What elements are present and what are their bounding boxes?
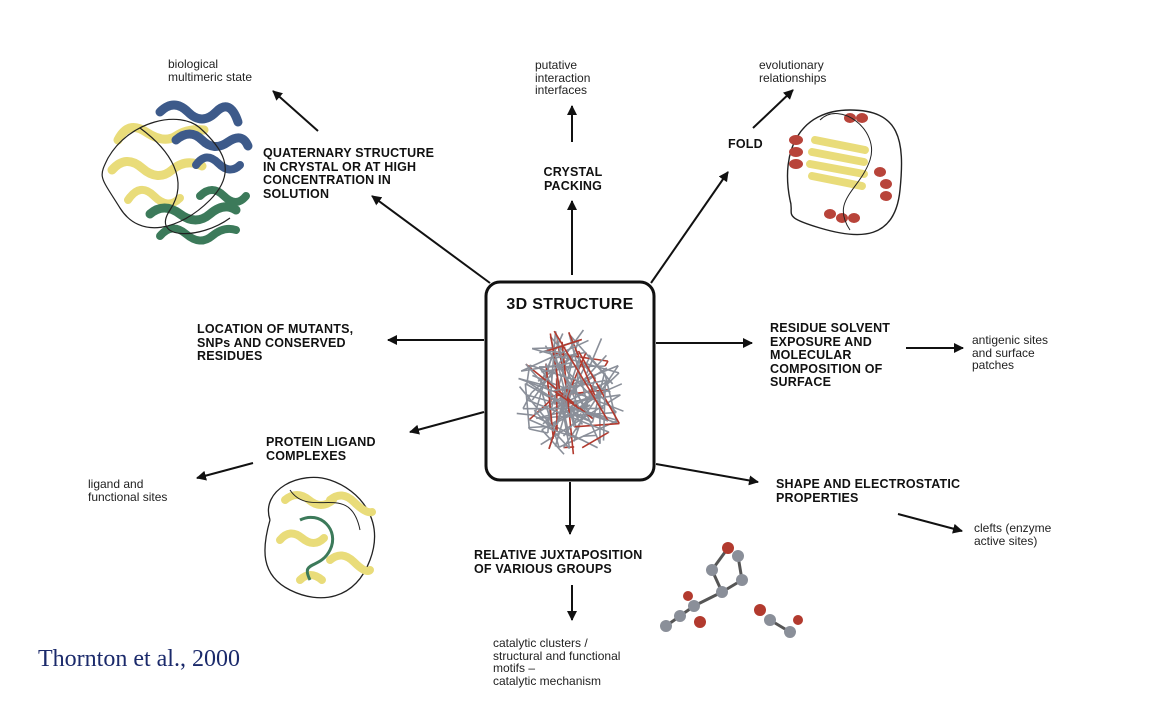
fold-label: FOLD [728,137,763,151]
atom-bond [522,392,533,410]
arrow-to-multimeric [272,90,319,132]
atom-bond [548,424,558,450]
multimeric-outcome: biological multimeric state [168,57,253,84]
atom-bond [553,390,580,410]
interfaces-outcome: putative interaction interfaces [535,58,591,97]
mutants-label: LOCATION OF MUTANTS, SNPs AND CONSERVED … [197,322,354,363]
atom-bond [541,392,560,448]
center-box [484,280,656,482]
evolutionary-outcome: evolutionary relationships [759,58,827,85]
atom-bond [556,362,573,426]
atom-bond [577,350,621,424]
center-title: 3D STRUCTURE [506,296,634,313]
ligand-ribbon-illustration [264,476,376,599]
crystal-label: CRYSTAL PACKING [543,165,603,193]
arrow-to-ligand [409,411,485,435]
arrow-to-ligand-sites [196,462,254,481]
catalytic-outcome: catalytic clusters / structural and func… [493,636,621,688]
atom-bond [568,406,609,422]
arrow-to-fold [650,171,729,284]
clefts-outcome: clefts (enzyme active sites) [974,521,1052,548]
atom-bond [572,356,581,419]
quaternary-ribbon-illustration [101,100,253,245]
atom-bond [582,434,598,438]
atom-bond [528,425,550,429]
atom-bond [529,364,611,393]
atom-bond [520,339,589,372]
ligand-label: PROTEIN LIGAND COMPLEXES [266,435,376,463]
atom-bond [545,350,564,354]
atom-bond [549,333,561,393]
arrow-to-quaternary [371,195,491,284]
atom-bond [525,363,594,420]
atom-bond [524,383,531,430]
atom-bond [529,428,549,434]
molecules-illustration [660,542,803,638]
atom-bond [516,412,533,416]
atom-bond [518,386,557,432]
atom-bond [527,399,610,433]
arrow-to-evolutionary [752,89,794,129]
atom-bond [541,429,565,455]
atom-model-illustration [516,329,624,455]
atom-bond [539,333,564,385]
arrow-to-clefts [897,513,963,534]
atom-bond [544,345,594,420]
atom-bond [525,363,574,420]
shape-label: SHAPE AND ELECTROSTATIC PROPERTIES [776,477,961,505]
arrow-to-shape [655,463,759,486]
atom-bond [585,338,603,374]
fold-ribbon-illustration [786,109,903,236]
quaternary-label: QUATERNARY STRUCTURE IN CRYSTAL OR AT HI… [263,146,435,201]
citation: Thornton et al., 2000 [38,646,240,672]
atom-bond [562,412,582,437]
juxtaposition-label: RELATIVE JUXTAPOSITION OF VARIOUS GROUPS [474,548,643,576]
ligand-sites-outcome: ligand and functional sites [88,477,168,504]
solvent-label: RESIDUE SOLVENT EXPOSURE AND MOLECULAR C… [770,321,891,389]
atom-bond [604,360,609,367]
atom-bond [553,379,606,392]
atom-bond [560,409,591,423]
antigenic-outcome: antigenic sites and surface patches [972,333,1049,372]
atom-bond [521,362,572,372]
atom-bond [518,377,587,398]
atom-bond [553,330,609,422]
atom-bond [555,430,584,442]
atom-bond [574,422,620,428]
atom-bond [545,338,583,353]
atom-bond [581,431,610,449]
atom-bond [533,409,571,450]
